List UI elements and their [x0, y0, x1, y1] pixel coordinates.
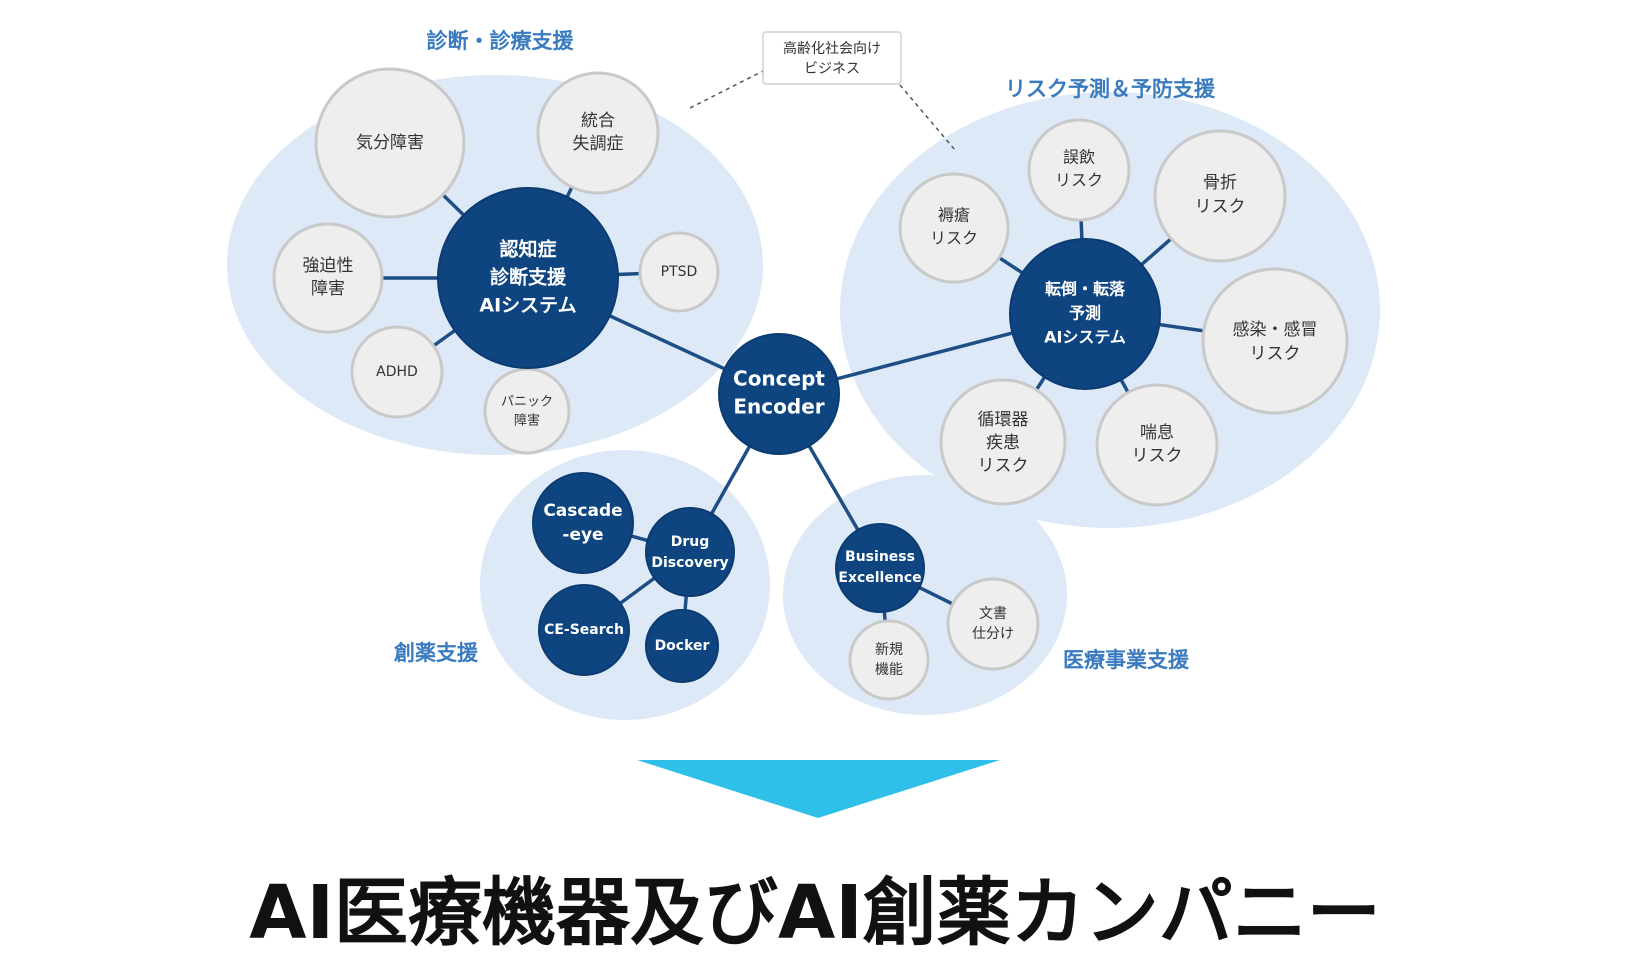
headline: AI医療機器及びAI創薬カンパニー	[249, 870, 1381, 956]
documents-label2: 仕分け	[972, 626, 1014, 642]
center-label2: Encoder	[733, 395, 824, 419]
node-schizophrenia: 統合 失調症	[536, 71, 660, 195]
node-panic-label2: 障害	[514, 413, 540, 429]
node-fall-prediction-ai: 転倒・転落 予測 AIシステム	[1009, 238, 1161, 390]
business-cluster-title: 医療事業支援	[1063, 648, 1190, 672]
callout-line2: ビジネス	[804, 61, 860, 77]
node-infection-label1: 感染・感冒	[1233, 320, 1318, 340]
node-asthma-label2: リスク	[1132, 446, 1183, 466]
diagnosis-cluster-title: 診断・診療支援	[427, 29, 575, 53]
node-aspiration-risk: 誤飲 リスク	[1027, 118, 1131, 222]
node-panic-disorder: パニック 障害	[483, 367, 571, 455]
drug-discovery-label2: Discovery	[651, 555, 728, 571]
ce-search-label: CE-Search	[544, 622, 624, 638]
dementia-hub-label2: 診断支援	[490, 266, 567, 289]
cascade-label1: Cascade	[543, 501, 622, 521]
node-ptsd: PTSD	[638, 231, 720, 313]
node-fracture-label2: リスク	[1195, 197, 1246, 217]
documents-label1: 文書	[979, 606, 1007, 622]
node-aspiration-label1: 誤飲	[1063, 148, 1095, 167]
node-ocd: 強迫性 障害	[272, 222, 384, 334]
callout-leader-left	[689, 69, 766, 109]
node-circulatory-label2: 疾患	[986, 433, 1020, 453]
down-arrow-icon	[637, 760, 1000, 818]
dementia-hub-label1: 認知症	[499, 238, 556, 261]
drug-cluster-title: 創薬支援	[394, 641, 479, 665]
node-schizophrenia-label2: 失調症	[573, 134, 624, 154]
node-business-excellence: Business Excellence	[835, 523, 925, 613]
callout-line1: 高齢化社会向け	[783, 40, 881, 57]
node-pressure-label2: リスク	[930, 229, 978, 248]
excellence-label1: Business	[845, 549, 915, 565]
node-ce-search: CE-Search	[538, 584, 630, 676]
node-asthma-risk: 喘息 リスク	[1095, 383, 1219, 507]
node-asthma-label1: 喘息	[1140, 423, 1174, 443]
node-drug-discovery: Drug Discovery	[645, 507, 735, 597]
node-panic-label1: パニック	[501, 395, 553, 410]
node-docker: Docker	[645, 609, 719, 683]
node-aspiration-label2: リスク	[1055, 171, 1103, 190]
node-ptsd-label: PTSD	[661, 264, 698, 280]
dementia-hub-label3: AIシステム	[479, 295, 576, 317]
excellence-label2: Excellence	[838, 570, 921, 586]
node-adhd-label: ADHD	[376, 364, 418, 380]
fall-hub-label1: 転倒・転落	[1045, 280, 1126, 299]
node-cascade-eye: Cascade -eye	[532, 472, 634, 574]
node-ocd-label2: 障害	[311, 279, 345, 299]
fall-hub-label2: 予測	[1069, 304, 1101, 323]
risk-cluster-title: リスク予測＆予防支援	[1005, 77, 1216, 101]
node-adhd: ADHD	[350, 325, 444, 419]
node-document-sorting: 文書 仕分け	[946, 577, 1040, 671]
drug-discovery-label1: Drug	[671, 534, 710, 550]
node-ocd-label1: 強迫性	[303, 256, 354, 276]
aging-society-callout: 高齢化社会向け ビジネス	[762, 31, 902, 85]
node-concept-encoder: Concept Encoder	[718, 333, 840, 455]
node-mood-disorder: 気分障害	[314, 67, 466, 219]
center-label1: Concept	[733, 367, 825, 391]
node-circulatory-label3: リスク	[978, 456, 1029, 476]
node-mood-disorder-label: 気分障害	[356, 133, 424, 153]
docker-label: Docker	[655, 638, 710, 654]
new-feature-label2: 機能	[875, 662, 903, 678]
callout-leader-right	[899, 84, 956, 151]
fall-hub-label3: AIシステム	[1044, 328, 1126, 347]
node-fracture-risk: 骨折 リスク	[1153, 129, 1287, 263]
new-feature-label1: 新規	[875, 642, 903, 658]
node-schizophrenia-label1: 統合	[581, 111, 615, 131]
node-infection-label2: リスク	[1250, 344, 1301, 364]
node-pressure-ulcer-risk: 褥瘡 リスク	[898, 172, 1010, 284]
node-circulatory-risk: 循環器 疾患 リスク	[939, 378, 1067, 506]
node-dementia-ai: 認知症 診断支援 AIシステム	[437, 187, 619, 369]
node-pressure-label1: 褥瘡	[938, 206, 970, 225]
node-circulatory-label1: 循環器	[978, 410, 1029, 430]
node-fracture-label1: 骨折	[1203, 173, 1237, 193]
node-infection-risk: 感染・感冒 リスク	[1201, 267, 1349, 415]
cascade-label2: -eye	[562, 525, 603, 545]
node-new-feature: 新規 機能	[848, 619, 930, 701]
